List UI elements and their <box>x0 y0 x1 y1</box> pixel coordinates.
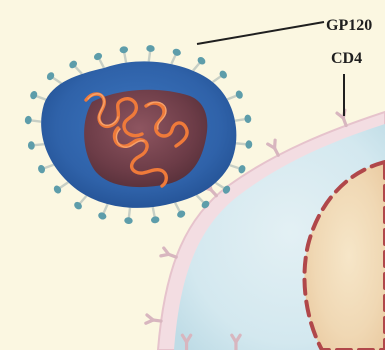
gp120-label: GP120 <box>326 17 372 34</box>
cd4-label: CD4 <box>331 50 362 67</box>
